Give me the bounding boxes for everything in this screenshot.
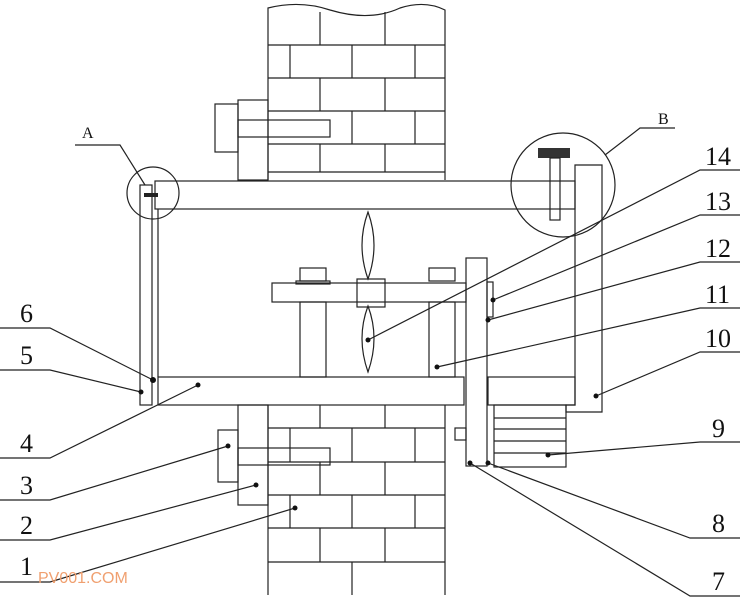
part-label-2: 2 [20, 511, 33, 540]
part-label-8: 8 [712, 509, 725, 538]
lower-wall [267, 405, 446, 595]
hinge-detail [144, 193, 158, 197]
fan-assembly [271, 210, 467, 378]
detail-circle-b [510, 132, 616, 238]
part-label-6: 6 [20, 299, 33, 328]
leader-lines [0, 127, 740, 597]
upper-bracket [214, 99, 331, 181]
detail-label-a: A [82, 125, 94, 142]
part-label-7: 7 [712, 567, 725, 596]
screw-detail [538, 148, 570, 221]
door-panel [139, 184, 153, 406]
lower-bracket [217, 404, 331, 506]
upper-wall [267, 3, 446, 180]
detail-label-b: B [658, 111, 669, 128]
part-label-11: 11 [705, 280, 730, 309]
leader-dots [138, 297, 599, 511]
part-label-5: 5 [20, 341, 33, 370]
part-label-3: 3 [20, 471, 33, 500]
motor [493, 404, 567, 468]
part-label-13: 13 [705, 187, 731, 216]
part-label-14: 14 [705, 142, 731, 171]
watermark: PV001.COM [38, 570, 128, 587]
part-label-12: 12 [705, 234, 731, 263]
part-label-10: 10 [705, 324, 731, 353]
part-label-4: 4 [20, 429, 33, 458]
part-label-1: 1 [20, 552, 33, 581]
detail-circle-a [126, 166, 180, 220]
housing [139, 164, 603, 413]
part-label-9: 9 [712, 414, 725, 443]
